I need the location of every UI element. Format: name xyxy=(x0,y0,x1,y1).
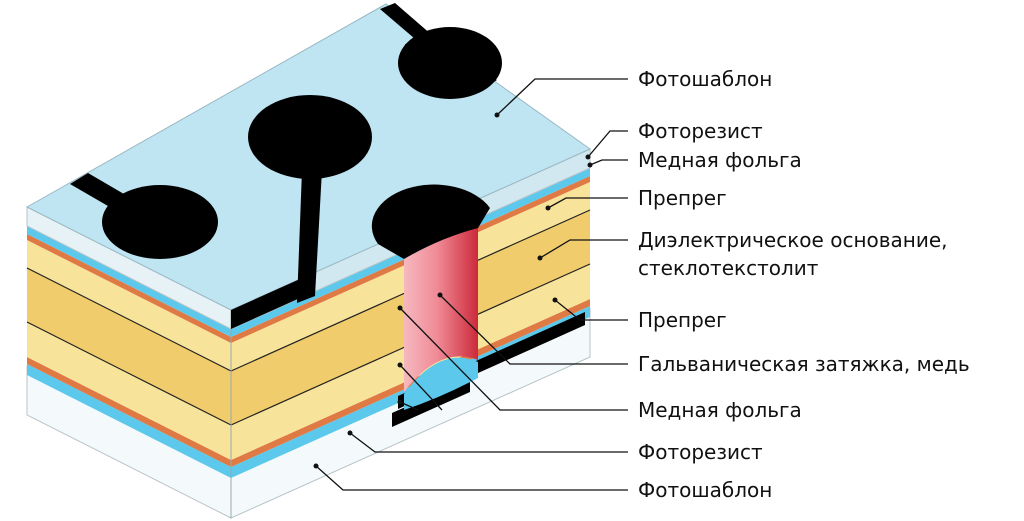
pad-left xyxy=(102,185,218,259)
leader-dots xyxy=(313,112,593,469)
leader-prepreg-top xyxy=(547,197,628,209)
label-photomask-top: Фотошаблон xyxy=(638,67,773,91)
leader-copper-bottom-a xyxy=(399,307,628,411)
leader-photomask-bottom xyxy=(315,465,628,491)
trace-center-vertical xyxy=(297,170,322,303)
leader-copper-top xyxy=(589,159,628,166)
leader-photoresist-top xyxy=(587,130,628,158)
label-prepreg-bottom: Препрег xyxy=(638,308,727,332)
leader-lines xyxy=(315,78,628,491)
via-plated-wall xyxy=(404,227,478,392)
pad-top-right-body xyxy=(398,27,502,99)
top-pattern xyxy=(70,3,502,322)
left-dielectric xyxy=(27,268,231,425)
label-dielectric-line1: Диэлектрическое основание, xyxy=(638,228,948,252)
left-copper-top xyxy=(27,234,231,343)
leader-photomask-top xyxy=(496,78,628,116)
leader-prepreg-bottom xyxy=(554,299,628,321)
label-photoresist-top: Фоторезист xyxy=(638,119,763,143)
leader-dielectric xyxy=(539,239,628,259)
label-dielectric-line2: стеклотекстолит xyxy=(638,256,819,280)
label-plating: Гальваническая затяжка, медь xyxy=(638,352,970,376)
label-photomask-bottom: Фотошаблон xyxy=(638,478,773,502)
label-prepreg-top: Препрег xyxy=(638,186,727,210)
left-photoresist-bottom xyxy=(27,364,231,478)
leader-copper-bottom-c xyxy=(399,401,419,411)
pad-center xyxy=(248,95,372,179)
via-hole xyxy=(404,227,478,410)
label-copper-foil-bottom: Медная фольга xyxy=(638,398,802,422)
left-prepreg-top xyxy=(27,240,231,371)
left-prepreg-bottom xyxy=(27,322,231,460)
left-copper-bottom xyxy=(27,357,231,467)
pad-front-via xyxy=(371,184,490,259)
trace-front xyxy=(231,279,303,322)
leader-plating xyxy=(439,294,628,365)
via-bottom-pad xyxy=(404,357,478,410)
leader-photoresist-bottom xyxy=(349,432,628,453)
label-photoresist-bottom: Фоторезист xyxy=(638,440,763,464)
left-face xyxy=(26,206,232,519)
leader-copper-bottom-b xyxy=(399,364,443,411)
label-copper-foil-top: Медная фольга xyxy=(638,148,802,172)
left-photoresist-top xyxy=(27,226,231,337)
